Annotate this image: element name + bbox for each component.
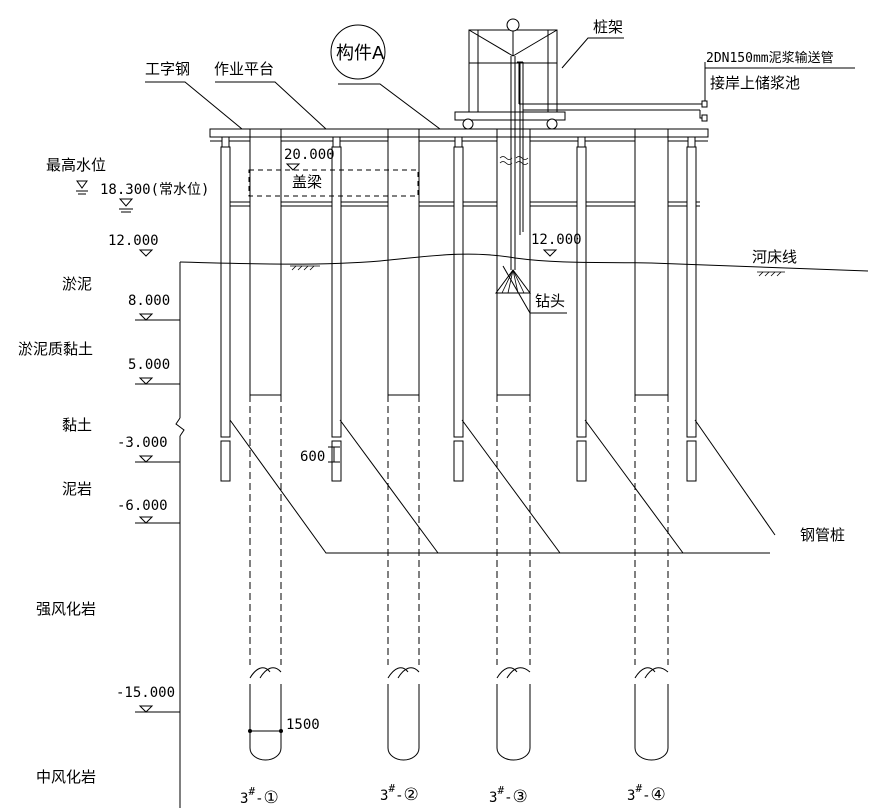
i-steel-label: 工字钢 (145, 60, 190, 78)
elevation-minus-6: -6.000 (117, 498, 168, 514)
drill-bit-icon (495, 269, 531, 294)
bored-pile-3 (496, 395, 531, 761)
level-12-left-label: 12.000 (108, 233, 159, 249)
steel-pipe-pile-label: 钢管桩 (800, 526, 845, 544)
bored-pile-2 (387, 395, 420, 761)
stratum-clay: 黏土 (62, 416, 92, 434)
stratum-silty-clay: 淤泥质黏土 (18, 340, 93, 358)
cap-beam-outline (248, 169, 419, 197)
elevation-markers (76, 163, 558, 713)
casing-3 (496, 128, 531, 396)
riverbed-label: 河床线 (752, 248, 797, 266)
stratum-moderate-weathered: 中风化岩 (36, 768, 96, 786)
stratum-strong-weathered: 强风化岩 (36, 600, 96, 618)
svg-text:3#-④: 3#-④ (627, 782, 666, 805)
dim-1500-label: 1500 (286, 717, 320, 733)
component-a-circle (330, 24, 386, 80)
riverbed-hatch (290, 265, 785, 277)
svg-text:3#-①: 3#-① (240, 785, 279, 808)
casing-2 (387, 128, 420, 396)
shore-tank-label: 接岸上储浆池 (710, 74, 800, 92)
elevation-5: 5.000 (128, 357, 170, 373)
elevation-8: 8.000 (128, 293, 170, 309)
casing-4 (634, 128, 669, 396)
svg-text:3#-③: 3#-③ (489, 784, 528, 807)
elevation-minus-15: -15.000 (116, 685, 175, 701)
steel-pile-2 (331, 146, 342, 482)
svg-text:3#-②: 3#-② (380, 782, 419, 805)
steel-pile-1 (220, 146, 231, 482)
work-platform-deck (209, 128, 709, 138)
steel-pile-5 (686, 146, 697, 482)
bored-piles (249, 395, 669, 761)
stratum-mudstone: 泥岩 (62, 480, 92, 498)
work-platform-label: 作业平台 (214, 60, 274, 78)
pile-number-4: 3#-④ (627, 782, 666, 805)
pile-number-1: 3#-① (240, 785, 279, 808)
steel-pile-3 (453, 146, 464, 482)
drill-bit-label: 钻头 (535, 292, 565, 310)
component-a-label: 构件A (336, 43, 385, 64)
highest-water-label: 最高水位 (46, 156, 106, 174)
drill-rod (499, 56, 529, 270)
elevation-axis (135, 262, 185, 808)
bored-pile-4 (634, 395, 669, 761)
casings (249, 128, 669, 396)
dimension-marks (248, 446, 340, 733)
mud-pipe-label: 2DN150mm泥浆输送管 (706, 50, 834, 66)
casing-1 (249, 128, 282, 396)
dim-600-label: 600 (300, 449, 325, 465)
bored-pile-1 (249, 395, 282, 761)
stratum-silt: 淤泥 (62, 275, 92, 293)
pile-number-2: 3#-② (380, 782, 419, 805)
leader-lines (145, 37, 855, 554)
platform-posts (221, 136, 696, 148)
level-12-mid-label: 12.000 (531, 232, 582, 248)
pile-number-3: 3#-③ (489, 784, 528, 807)
pile-frame-label: 桩架 (593, 18, 623, 36)
normal-water-label: 18.300(常水位) (100, 182, 209, 198)
elevation-minus-3: -3.000 (117, 435, 168, 451)
cap-beam-label: 盖梁 (292, 173, 322, 191)
mud-pipe (518, 61, 708, 122)
pile-frame-rig (454, 18, 566, 130)
level-20-label: 20.000 (284, 147, 335, 163)
steel-pipe-piles (220, 146, 697, 482)
steel-pile-4 (576, 146, 587, 482)
